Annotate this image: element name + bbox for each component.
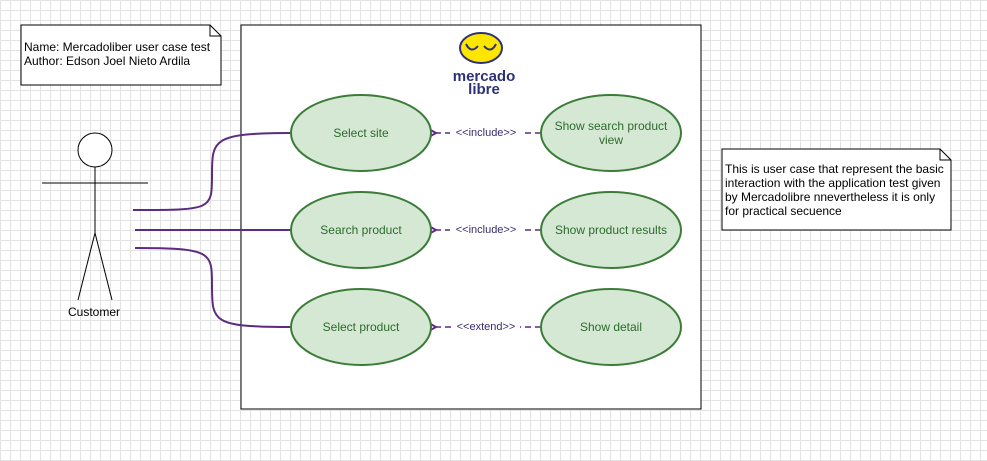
usecase-search-product-label: Search product [320, 223, 402, 237]
logo-text-line-1: mercado [453, 68, 516, 85]
usecase-show-search-view-label-1: Show search product [555, 119, 668, 133]
association-select-site[interactable] [132, 132, 292, 211]
usecase-show-search-view-label-2: view [599, 133, 623, 147]
extend-label-1: <<extend>> [457, 321, 516, 333]
usecase-select-product[interactable]: Select product [290, 288, 432, 366]
name-note-line-2: Author: Edson Joel Nieto Ardila [24, 54, 191, 68]
handshake-icon [465, 43, 497, 51]
include-label-bg-2 [450, 222, 522, 237]
name-note-line-1: Name: Mercadoliber user case test [24, 40, 211, 54]
include-label-1: <<include>> [456, 127, 517, 139]
actor-right-leg [94, 232, 113, 301]
extend-label-bg-1 [452, 319, 520, 334]
usecase-show-detail-label: Show detail [580, 320, 642, 334]
usecase-show-product-results[interactable]: Show product results [540, 191, 682, 269]
description-note-text: This is user case that represent the bas… [725, 162, 944, 218]
usecase-show-product-results-label: Show product results [555, 223, 667, 237]
name-note: Name: Mercadoliber user case test Author… [24, 40, 219, 68]
customer-actor[interactable] [42, 132, 148, 301]
logo-ellipse-icon [459, 32, 503, 64]
include-label-bg-1 [450, 125, 522, 140]
mercadolibre-logo: mercado libre [453, 32, 516, 98]
usecase-select-product-label: Select product [323, 320, 400, 334]
actor-left-leg [77, 232, 96, 301]
include-label-2: <<include>> [456, 224, 517, 236]
name-note-box [20, 24, 222, 86]
name-note-fold [209, 25, 221, 37]
usecase-select-site-label: Select site [333, 126, 389, 140]
description-note-box [721, 148, 952, 231]
logo-text-line-2: libre [468, 81, 500, 98]
usecase-show-detail[interactable]: Show detail [540, 288, 682, 366]
actor-head [77, 132, 113, 168]
association-select-product[interactable] [134, 247, 292, 328]
description-note-fold [939, 149, 951, 161]
actor-label: Customer [68, 305, 120, 319]
usecase-show-search-product-view[interactable]: Show search product view [540, 94, 682, 172]
usecase-search-product[interactable]: Search product [290, 191, 432, 269]
usecase-select-site[interactable]: Select site [290, 94, 432, 172]
